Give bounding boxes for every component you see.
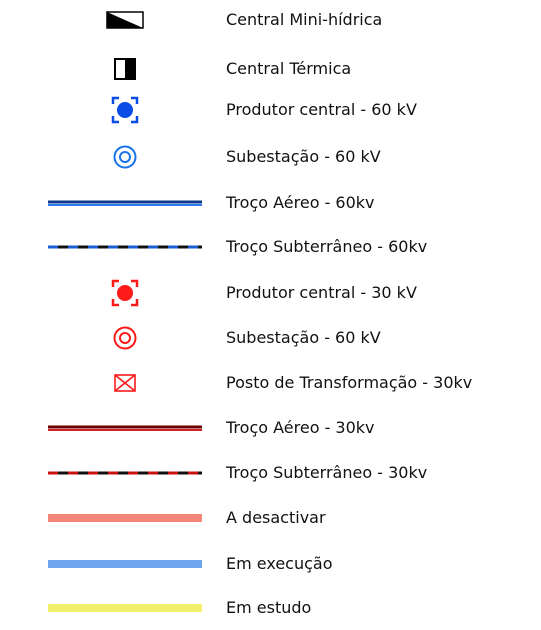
thermal-plant-icon — [40, 49, 210, 89]
legend-label: Troço Subterrâneo - 60kv — [226, 237, 428, 256]
mini-hydro-plant-icon — [40, 0, 210, 40]
legend-item-overhead-30kv: Troço Aéreo - 30kv — [0, 408, 541, 448]
legend-item-underground-30kv: Troço Subterrâneo - 30kv — [0, 453, 541, 493]
legend-label: Troço Aéreo - 30kv — [226, 418, 375, 437]
legend-item-transformer-station: Posto de Transformação - 30kv — [0, 363, 541, 403]
legend-item-thermal: Central Térmica — [0, 49, 541, 89]
legend-item-in-execution: Em execução — [0, 544, 541, 584]
legend-item-deactivate: A desactivar — [0, 498, 541, 538]
overhead-line-30kv-icon — [40, 408, 210, 448]
legend-label: Troço Subterrâneo - 30kv — [226, 463, 428, 482]
legend-label: Em estudo — [226, 598, 312, 617]
legend-label: Produtor central - 30 kV — [226, 283, 417, 302]
legend-label: Subestação - 60 kV — [226, 328, 381, 347]
legend-label: A desactivar — [226, 508, 326, 527]
legend-label: Central Térmica — [226, 59, 352, 78]
legend-label: Produtor central - 60 kV — [226, 100, 417, 119]
substation-60kv-icon — [40, 137, 210, 177]
legend-label: Central Mini-hídrica — [226, 10, 383, 29]
central-producer-60kv-icon — [40, 90, 210, 130]
legend-label: Troço Aéreo - 60kv — [226, 193, 375, 212]
legend-item-substation-60kv: Subestação - 60 kV — [0, 137, 541, 177]
legend-item-producer-60kv: Produtor central - 60 kV — [0, 90, 541, 130]
legend-item-in-study: Em estudo — [0, 588, 541, 628]
legend-label: Subestação - 60 kV — [226, 147, 381, 166]
in-execution-band-icon — [40, 544, 210, 584]
transformer-station-30kv-icon — [40, 363, 210, 403]
underground-line-60kv-icon — [40, 227, 210, 267]
overhead-line-60kv-icon — [40, 183, 210, 223]
central-producer-30kv-icon — [40, 273, 210, 313]
legend-label: Posto de Transformação - 30kv — [226, 373, 473, 392]
legend-item-overhead-60kv: Troço Aéreo - 60kv — [0, 183, 541, 223]
substation-red-icon — [40, 318, 210, 358]
legend-item-mini-hydro: Central Mini-hídrica — [0, 0, 541, 40]
legend-item-producer-30kv: Produtor central - 30 kV — [0, 273, 541, 313]
legend-item-substation-red: Subestação - 60 kV — [0, 318, 541, 358]
legend-label: Em execução — [226, 554, 333, 573]
legend-item-underground-60kv: Troço Subterrâneo - 60kv — [0, 227, 541, 267]
in-study-band-icon — [40, 588, 210, 628]
deactivate-band-icon — [40, 498, 210, 538]
underground-line-30kv-icon — [40, 453, 210, 493]
